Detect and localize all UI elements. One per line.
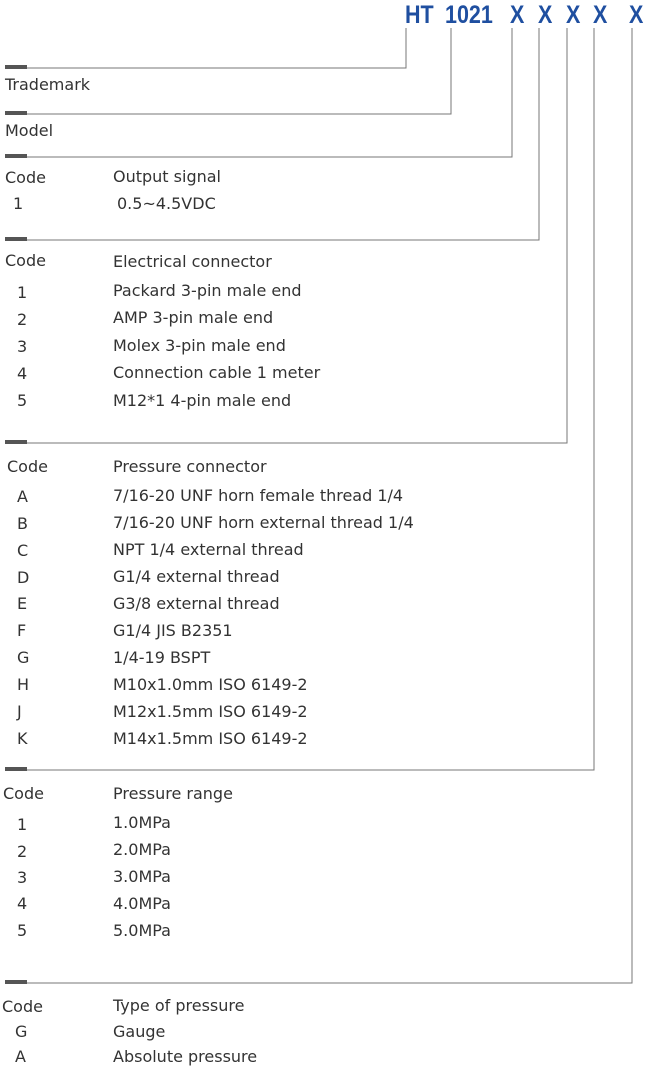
electrical-code-header: Code <box>5 251 46 270</box>
pressure-connector-code-k: K <box>17 729 28 748</box>
model-label: Model <box>5 121 54 140</box>
code-x-pressure-connector: X <box>566 1 581 29</box>
pressure-connector-title: Pressure connector <box>113 457 267 476</box>
pressure-range-code-4: 4 <box>17 894 28 913</box>
electrical-desc-2: AMP 3-pin male end <box>113 308 274 327</box>
output-code-header: Code <box>5 168 46 187</box>
pressure-type-desc-g: Gauge <box>113 1022 166 1041</box>
output-code-1: 1 <box>13 194 24 213</box>
pressure-type-desc-a: Absolute pressure <box>113 1047 258 1066</box>
output-signal-title: Output signal <box>113 167 221 186</box>
trademark-label: Trademark <box>5 75 91 94</box>
connector-electrical-connector <box>5 28 540 241</box>
connector-pressure-range <box>5 28 595 771</box>
electrical-code-4: 4 <box>17 364 28 383</box>
electrical-code-1: 1 <box>17 283 28 302</box>
pressure-range-desc-2: 2.0MPa <box>113 840 171 859</box>
pressure-range-code-5: 5 <box>17 921 28 940</box>
section-marker <box>5 980 27 984</box>
code-x-pressure-type: X <box>629 1 644 29</box>
section-marker <box>5 111 27 115</box>
code-x-pressure-range: X <box>593 1 608 29</box>
section-marker <box>5 767 27 771</box>
pressure-connector-code-j: J <box>17 702 22 721</box>
pressure-range-desc-1: 1.0MPa <box>113 813 171 832</box>
electrical-connector-title: Electrical connector <box>113 252 272 271</box>
pressure-range-desc-4: 4.0MPa <box>113 894 171 913</box>
code-1021: 1021 <box>445 1 493 29</box>
pressure-connector-desc-d: G1/4 external thread <box>113 567 280 586</box>
pressure-type-code-header: Code <box>2 997 43 1016</box>
connector-pressure-connector <box>5 28 568 444</box>
pressure-connector-desc-e: G3/8 external thread <box>113 594 280 613</box>
code-x-output-signal: X <box>510 1 525 29</box>
pressure-range-desc-3: 3.0MPa <box>113 867 171 886</box>
pressure-connector-desc-c: NPT 1/4 external thread <box>113 540 304 559</box>
pressure-connector-desc-h: M10x1.0mm ISO 6149-2 <box>113 675 308 694</box>
section-marker <box>5 154 27 158</box>
connector-model <box>5 28 452 115</box>
connector-trademark <box>5 28 407 69</box>
pressure-type-code-a: A <box>15 1047 26 1066</box>
electrical-code-3: 3 <box>17 337 28 356</box>
pressure-connector-code-f: F <box>17 621 27 640</box>
electrical-code-5: 5 <box>17 391 28 410</box>
pressure-range-code-3: 3 <box>17 868 28 887</box>
pressure-type-code-g: G <box>15 1022 28 1041</box>
section-marker <box>5 440 27 444</box>
code-x-electrical-connector: X <box>538 1 553 29</box>
pressure-connector-code-e: E <box>17 594 28 613</box>
pressure-connector-code-g: G <box>17 648 30 667</box>
output-desc-1: 0.5~4.5VDC <box>117 194 216 213</box>
pressure-type-title: Type of pressure <box>113 996 245 1015</box>
pressure-connector-code-b: B <box>17 514 28 533</box>
pressure-range-title: Pressure range <box>113 784 233 803</box>
pressure-range-code-1: 1 <box>17 815 28 834</box>
connector-pressure-type <box>5 28 633 984</box>
pressure-connector-code-d: D <box>17 568 30 587</box>
code-ht: HT <box>405 1 434 29</box>
pressure-range-code-header: Code <box>3 784 44 803</box>
section-marker <box>5 65 27 69</box>
pressure-connector-desc-a: 7/16-20 UNF horn female thread 1/4 <box>113 486 404 505</box>
electrical-desc-3: Molex 3-pin male end <box>113 336 286 355</box>
pressure-connector-desc-f: G1/4 JIS B2351 <box>113 621 233 640</box>
pressure-range-code-2: 2 <box>17 842 28 861</box>
section-marker <box>5 237 27 241</box>
pressure-connector-code-c: C <box>17 541 29 560</box>
electrical-desc-4: Connection cable 1 meter <box>113 363 321 382</box>
electrical-code-2: 2 <box>17 310 28 329</box>
pressure-connector-desc-g: 1/4-19 BSPT <box>113 648 211 667</box>
electrical-desc-5: M12*1 4-pin male end <box>113 391 292 410</box>
pressure-connector-code-h: H <box>17 675 30 694</box>
pressure-connector-desc-j: M12x1.5mm ISO 6149-2 <box>113 702 308 721</box>
electrical-desc-1: Packard 3-pin male end <box>113 281 302 300</box>
pressure-connector-desc-b: 7/16-20 UNF horn external thread 1/4 <box>113 513 414 532</box>
pressure-range-desc-5: 5.0MPa <box>113 921 171 940</box>
pressure-connector-desc-k: M14x1.5mm ISO 6149-2 <box>113 729 308 748</box>
pressure-connector-code-header: Code <box>7 457 48 476</box>
connector-output-signal <box>5 28 513 158</box>
pressure-connector-code-a: A <box>17 487 28 506</box>
